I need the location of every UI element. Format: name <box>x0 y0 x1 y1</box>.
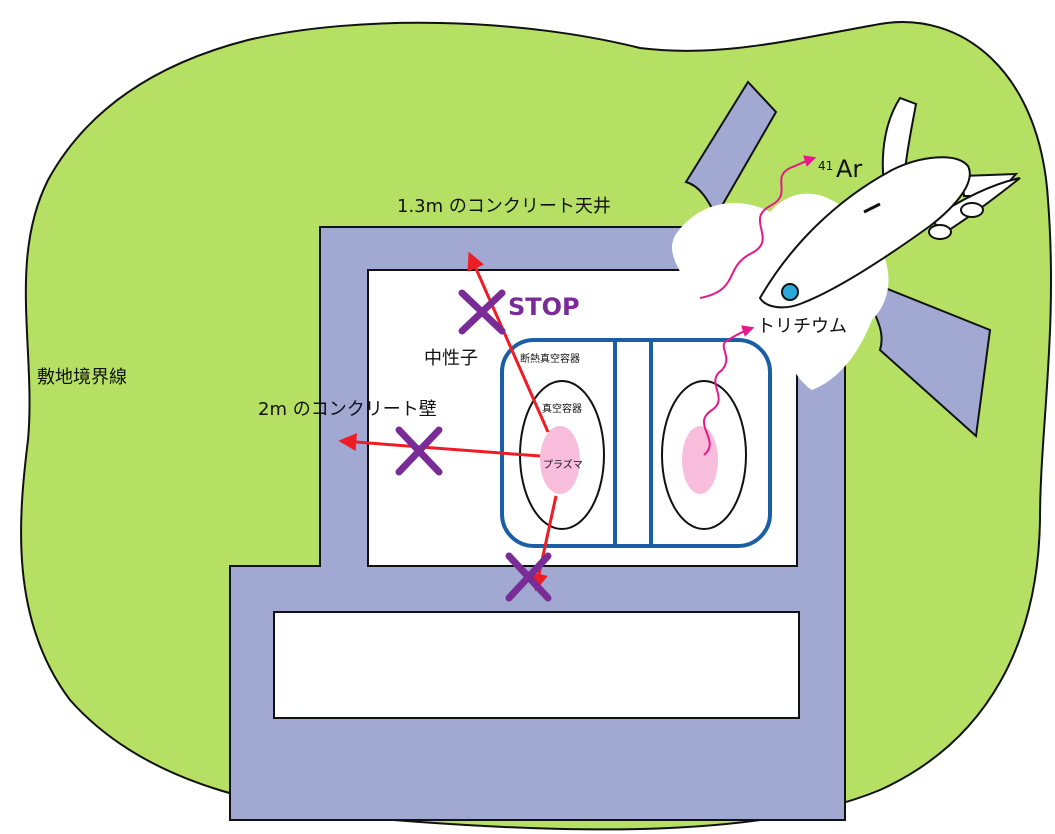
neutron-arrow-left <box>338 433 541 458</box>
plasma-label: プラズマ <box>543 458 583 471</box>
insulation-vacuum-vessel <box>500 338 772 548</box>
insulation-vessel-label: 断熱真空容器 <box>520 352 580 365</box>
neutron-label: 中性子 <box>424 348 478 369</box>
neutron-arrow-up <box>467 251 550 433</box>
x-mark-icon <box>395 426 443 476</box>
argon-symbol-label: Ar <box>836 155 862 183</box>
plasma-left <box>540 426 580 494</box>
tritium-path <box>702 325 755 456</box>
argon-path <box>699 155 817 299</box>
airplane-icon <box>758 96 1021 309</box>
x-mark-icon <box>505 552 552 602</box>
neutron-arrow-down <box>530 495 558 592</box>
plasma-right <box>682 426 718 494</box>
tritium-label: トリチウム <box>757 316 847 337</box>
wall-label: 2m のコンクリート壁 <box>258 399 437 420</box>
lower-corridor <box>273 611 800 719</box>
stop-label: STOP <box>508 293 580 321</box>
site-boundary-label: 敷地境界線 <box>37 367 127 388</box>
x-mark-icon <box>458 289 506 335</box>
vacuum-vessel-label: 真空容器 <box>542 402 582 415</box>
ceiling-label: 1.3m のコンクリート天井 <box>397 196 611 217</box>
argon-mass-label: 41 <box>818 159 833 173</box>
upper-deflector-plate <box>684 80 778 219</box>
